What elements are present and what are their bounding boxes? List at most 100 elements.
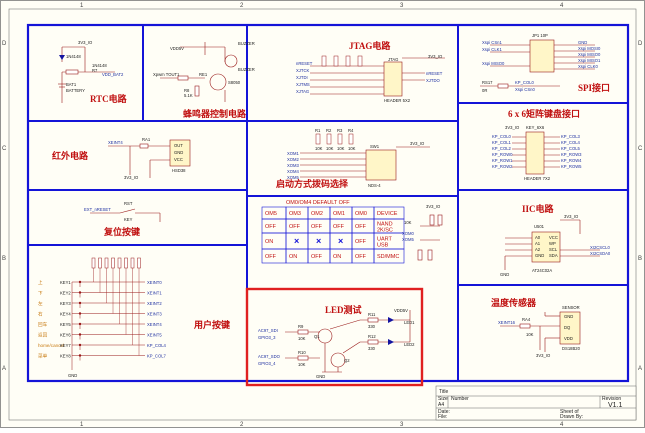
boot-table-text: OFF — [311, 254, 323, 260]
rtc-circuit — [58, 46, 115, 103]
buzzer-net: Xpwm TOUT1 — [153, 72, 180, 77]
iic-pin-right: SCL — [549, 247, 558, 252]
temp-part: DS18B20 — [562, 346, 581, 351]
temp-title: 温度传感器 — [491, 297, 537, 308]
spi-net-right: Xspi MOSI0 — [578, 46, 601, 51]
tb-number-label: Number — [451, 396, 469, 402]
key-function-label: 下 — [38, 291, 43, 297]
led-test-highlight — [245, 287, 424, 387]
led-net: GPIO3_4 — [258, 361, 276, 366]
keypad-net-left: KP_ROW1 — [492, 158, 513, 163]
boot-table-text: OFF — [355, 224, 367, 230]
key-pullup-resistor — [124, 257, 128, 269]
tb-date-label: Date: — [438, 409, 450, 415]
key-xeint: XEINT4 — [147, 322, 162, 327]
key-function-label: home/cancel — [38, 343, 64, 348]
boot-table-x: × — [294, 236, 299, 246]
boot-table-text: USB — [377, 243, 389, 249]
led-label: LED1 — [404, 320, 415, 325]
boot-table-text: UART — [377, 237, 393, 243]
key-function-label: 左 — [38, 300, 43, 306]
buzzer-r1: RE1 — [199, 72, 208, 77]
key-xeint: XEINT0 — [147, 280, 162, 285]
led-r-value2: 330 — [368, 324, 376, 329]
key-xeint: XEINT2 — [147, 301, 162, 306]
spi-title: SPI接口 — [578, 82, 610, 93]
tb-sheet-label: Sheet of — [560, 409, 579, 415]
key-xeint: XEINT5 — [147, 333, 162, 338]
jtag-net-right: nRESET — [426, 71, 443, 76]
keypad-net-right: KP_ROW4 — [561, 158, 582, 163]
ir-vcc: 3V3_IO — [124, 175, 139, 180]
keypad-circuit — [525, 131, 545, 175]
jtag-pullup — [321, 55, 327, 67]
led-label: LED2 — [404, 342, 415, 347]
iic-pin-left: A1 — [535, 241, 541, 246]
tb-drawn-label: Drawn By: — [560, 414, 583, 420]
rtc-net: VDD_BAT2 — [102, 72, 124, 77]
boot-vcc: 3V3_IO — [410, 141, 425, 146]
jtag-net-left: XJTAG — [296, 89, 309, 94]
jtag-part: JTAG — [388, 57, 398, 62]
boot-resistor-label: R1 — [315, 128, 321, 133]
keypad-net-right: KP_ROW5 — [561, 164, 582, 169]
boot-table-text: OFF — [289, 224, 301, 230]
buzzer-r2: R8 — [184, 88, 190, 93]
rtc-diode2: 1N4148 — [92, 63, 107, 68]
led-vdd: VDD5V — [394, 308, 408, 313]
led-transistor: Q2 — [344, 358, 350, 363]
rtc-vcc: 3V3_IO — [78, 40, 93, 45]
spi-net-left: Xspi CSn1 — [482, 40, 502, 45]
led-resistor: R10 — [298, 350, 306, 355]
spi-r: RS17 — [482, 80, 493, 85]
led-resistor: R11 — [368, 312, 376, 317]
boot-resistor — [348, 133, 354, 145]
iic-u: U501 — [534, 224, 545, 229]
boot-sw: SW1 — [370, 144, 380, 149]
jtag-net-left: XJTCK — [296, 68, 309, 73]
edge-row-right: D — [638, 41, 643, 47]
edge-row-left: A — [2, 366, 6, 372]
temp-net: XEINT16 — [498, 320, 516, 325]
boot-resistor-value: 10K — [326, 146, 334, 151]
key-function-label: 右 — [38, 311, 43, 318]
boot-table-text: OFF — [265, 224, 277, 230]
key-function-label: 菜单 — [38, 353, 48, 360]
tb-file-label: File: — [438, 414, 447, 420]
key-gnd: GND — [68, 373, 77, 378]
key-function-label: 返回 — [38, 332, 48, 339]
boot-resistor — [337, 133, 343, 145]
iic-title: IIC电路 — [522, 203, 555, 214]
ir-r: RA1 — [142, 137, 151, 142]
led-net: GPIO3_3 — [258, 335, 276, 340]
boot-resistor-label: R4 — [348, 128, 354, 133]
iic-pin-right: VCC — [549, 235, 558, 240]
key-net: KEY7 — [60, 343, 71, 348]
keypad-net-left: KP_ROW0 — [492, 152, 513, 157]
reset-sw: RST — [124, 201, 133, 206]
buzzer-part-2: BUZZER — [238, 67, 255, 72]
boot-table-text: ON — [265, 239, 273, 245]
ir-net: XEINT4 — [108, 140, 123, 145]
spi-net-right: GND — [578, 40, 587, 45]
boot-table-text: DEVICE — [377, 211, 398, 217]
edge-col-bottom: 4 — [560, 422, 564, 428]
temp-r: RA4 — [522, 317, 531, 322]
keypad-net-left: KP_COL1 — [492, 140, 512, 145]
led-title: LED测试 — [325, 304, 362, 315]
edge-row-right: C — [638, 146, 643, 152]
jtag-net-left: XJTDI — [296, 75, 308, 80]
edge-row-left: B — [2, 256, 6, 262]
reset-label: KEY — [124, 217, 133, 222]
reset-circuit — [90, 208, 161, 222]
keypad-title: 6 x 6矩阵键盘接口 — [508, 108, 580, 119]
iic-net-left: XOM5 — [402, 237, 415, 242]
ir-part: HSD38 — [172, 168, 186, 173]
edge-row-left: C — [2, 146, 7, 152]
iic-r-value: 10K — [404, 220, 412, 225]
led-net: AC97_SDI — [258, 328, 278, 333]
temp-sensor: SENSOR — [562, 305, 580, 310]
